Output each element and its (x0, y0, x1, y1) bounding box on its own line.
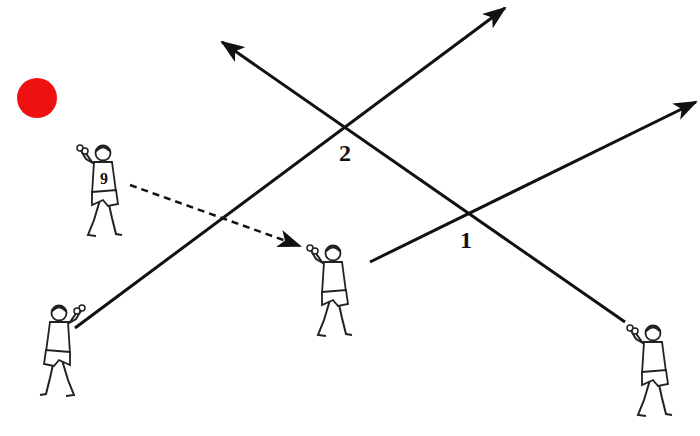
player-figure (40, 305, 85, 396)
pass-line (130, 185, 300, 246)
player-figure (627, 325, 672, 416)
run-line (222, 42, 625, 322)
callout-number: 1 (457, 227, 475, 253)
ball (17, 78, 57, 118)
player-figure (77, 145, 122, 236)
jersey-number: 9 (97, 170, 111, 188)
run-line (75, 8, 505, 328)
player-figure (307, 245, 352, 336)
run-line (370, 102, 696, 262)
callout-number: 2 (336, 140, 354, 166)
